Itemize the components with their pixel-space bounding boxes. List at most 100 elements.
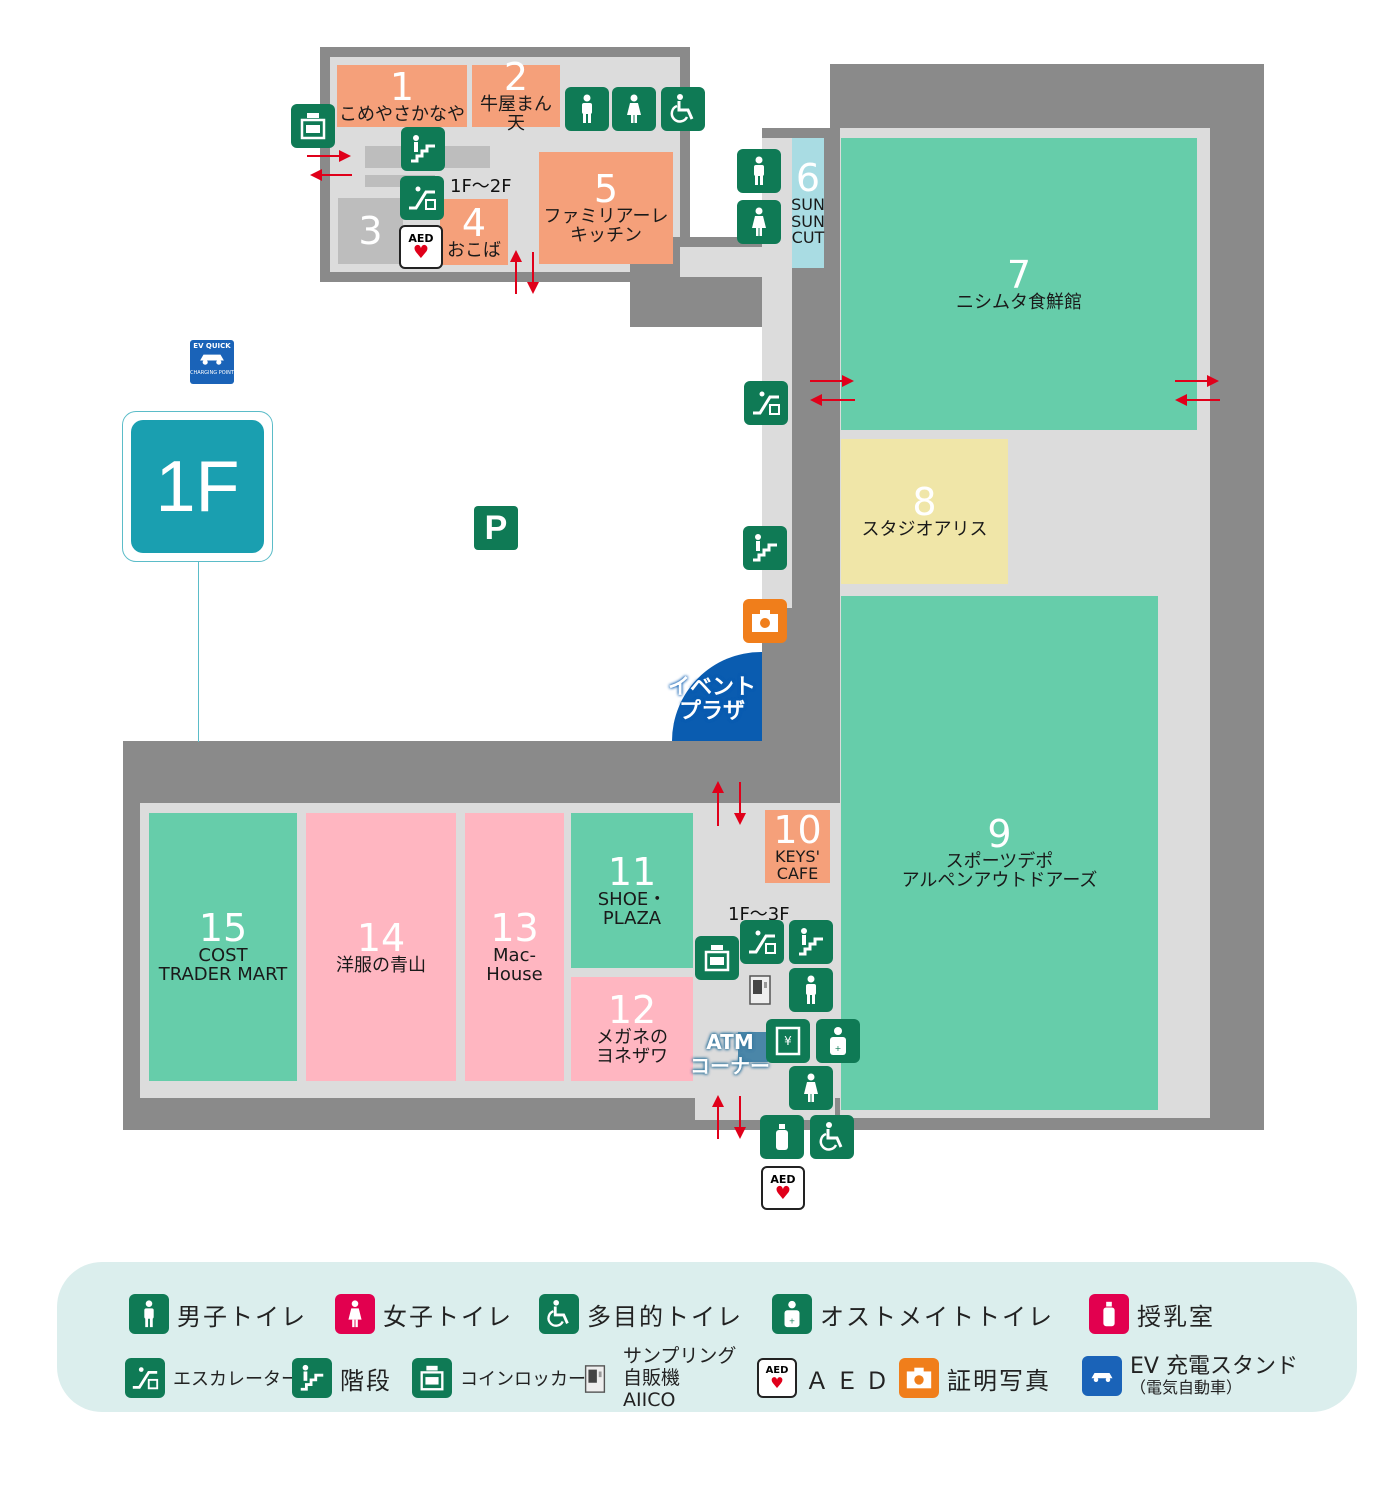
shop-number: 3: [358, 209, 383, 253]
nursing-room-icon[interactable]: [760, 1115, 804, 1159]
mens-toilet-icon[interactable]: [789, 968, 833, 1012]
womens-toilet-icon[interactable]: [737, 200, 781, 244]
coin-locker-icon: [412, 1358, 452, 1398]
shop-3[interactable]: 3: [338, 198, 403, 264]
shop-number: 7: [1006, 252, 1032, 297]
escalator-icon[interactable]: [400, 176, 444, 220]
shop-name: TRADER MART: [158, 964, 288, 985]
aed-icon[interactable]: AED ♥: [761, 1166, 805, 1210]
aed-text: AED: [765, 1364, 789, 1376]
shop-4[interactable]: 4 おこば: [440, 199, 508, 265]
stairs-icon[interactable]: [789, 920, 833, 964]
atm-line2: コーナー: [690, 1054, 770, 1078]
shop-name: ヨネザワ: [596, 1046, 668, 1067]
ev-badge-bottom: CHARGING POINT: [190, 370, 234, 376]
shop-11[interactable]: 11 SHOE・ PLAZA: [571, 813, 693, 968]
id-photo-icon: [899, 1358, 939, 1398]
shop-8[interactable]: 8 スタジオアリス: [841, 439, 1008, 584]
mens-toilet-icon[interactable]: [737, 149, 781, 193]
legend-aed: AED ♥ ＡＥＤ: [757, 1358, 895, 1398]
shop-name: おこば: [447, 239, 501, 261]
map-legend: 男子トイレ 女子トイレ 多目的トイレ オストメイトトイレ 授乳室 エスカレーター…: [57, 1262, 1357, 1412]
legend-label: 自販機: [623, 1366, 681, 1389]
shop-name: ファミリアーレ: [543, 206, 669, 228]
legend-ev-stand: EV 充電スタンド （電気自動車）: [1082, 1354, 1298, 1398]
ostomate-toilet-icon[interactable]: [816, 1019, 860, 1063]
ev-badge-top: EV QUICK: [193, 342, 231, 350]
coin-locker-icon[interactable]: [291, 104, 335, 148]
womens-toilet-icon: [335, 1294, 375, 1334]
aed-text: AED: [770, 1172, 796, 1186]
legend-label: サンプリング: [623, 1345, 737, 1367]
multipurpose-toilet-icon[interactable]: [661, 87, 705, 131]
shop-number: 2: [503, 55, 529, 100]
shop-name: House: [486, 964, 543, 985]
aed-icon[interactable]: AED ♥: [399, 225, 443, 269]
shop-name: ニシムタ食鮮館: [956, 291, 1082, 313]
shop-5[interactable]: 5 ファミリアーレ キッチン: [539, 152, 673, 264]
parking-sign: P: [474, 506, 518, 550]
legend-label: 多目的トイレ: [587, 1302, 743, 1331]
legend-label: （電気自動車）: [1130, 1378, 1243, 1398]
shop-name: 牛屋まん天: [480, 94, 552, 134]
atm-icon[interactable]: [766, 1019, 810, 1063]
id-photo-icon[interactable]: [743, 599, 787, 643]
mens-toilet-icon[interactable]: [565, 87, 609, 131]
shop-number: 12: [607, 988, 657, 1033]
floor-sign-post: [198, 560, 199, 742]
shop-10[interactable]: 10 KEYS' CAFE: [765, 810, 830, 883]
shop-name: Mac-: [493, 945, 536, 967]
vending-machine-icon[interactable]: [738, 968, 782, 1012]
ev-charging-badge[interactable]: EV QUICK CHARGING POINT: [190, 340, 234, 384]
legend-multipurpose-toilet: 多目的トイレ: [539, 1294, 743, 1334]
floor-label: 1F: [131, 420, 264, 553]
event-plaza-line1: イベント: [667, 675, 756, 700]
stairs-icon: [292, 1358, 332, 1398]
legend-label: 証明写真: [947, 1366, 1051, 1395]
coin-locker-icon[interactable]: [695, 936, 739, 980]
legend-label: 女子トイレ: [383, 1302, 513, 1331]
event-plaza-label: イベント プラザ: [662, 675, 762, 724]
shop-2[interactable]: 2 牛屋まん天: [472, 58, 560, 133]
legend-label: 階段: [340, 1366, 392, 1395]
shop-name: アルペンアウトドアーズ: [901, 870, 1098, 891]
shop-name: KEYS': [775, 846, 820, 866]
legend-nursing-room: 授乳室: [1089, 1294, 1215, 1334]
shop-14[interactable]: 14 洋服の青山: [306, 813, 456, 1081]
shop-9[interactable]: 9 スポーツデポ アルペンアウトドアーズ: [841, 596, 1158, 1110]
shop-name: PLAZA: [602, 907, 662, 929]
legend-ostomate-toilet: オストメイトトイレ: [772, 1294, 1054, 1334]
mens-toilet-icon: [129, 1294, 169, 1334]
shop-13[interactable]: 13 Mac- House: [465, 813, 564, 1081]
legend-label: オストメイトトイレ: [820, 1302, 1054, 1331]
shop-name: SHOE・: [597, 888, 667, 910]
shop-1[interactable]: 1 こめやさかなや: [337, 65, 467, 127]
legend-mens-toilet: 男子トイレ: [129, 1294, 307, 1334]
legend-label: エスカレーター: [173, 1369, 299, 1390]
stairs-icon[interactable]: [401, 127, 445, 171]
legend-escalator: エスカレーター: [125, 1358, 299, 1398]
shop-name: キッチン: [570, 225, 642, 246]
stairs-icon[interactable]: [743, 526, 787, 570]
floor-sign: 1F: [122, 411, 273, 562]
shop-number: 4: [461, 200, 487, 245]
shop-6[interactable]: 6 SUN SUN CUT: [791, 138, 825, 268]
car-icon: [200, 354, 224, 365]
multipurpose-toilet-icon[interactable]: [810, 1115, 854, 1159]
atm-line1: ATM: [706, 1030, 754, 1054]
shop-number: 5: [593, 167, 619, 212]
escalator-icon[interactable]: [740, 920, 784, 964]
legend-ev-text: EV 充電スタンド （電気自動車）: [1130, 1354, 1298, 1398]
shop-name: SUN: [791, 211, 825, 231]
shop-name: こめやさかなや: [339, 103, 465, 125]
womens-toilet-icon[interactable]: [612, 87, 656, 131]
shop-15[interactable]: 15 COST TRADER MART: [149, 813, 297, 1081]
womens-toilet-icon[interactable]: [789, 1066, 833, 1110]
legend-id-photo: 証明写真: [899, 1358, 1051, 1398]
shop-7[interactable]: 7 ニシムタ食鮮館: [841, 138, 1197, 430]
escalator-icon[interactable]: [744, 381, 788, 425]
shop-name: COST: [198, 945, 248, 967]
shop-12[interactable]: 12 メガネの ヨネザワ: [571, 977, 693, 1081]
legend-sampling-vending: サンプリング 自販機 AIICO: [575, 1345, 737, 1412]
ostomate-toilet-icon: [772, 1294, 812, 1334]
